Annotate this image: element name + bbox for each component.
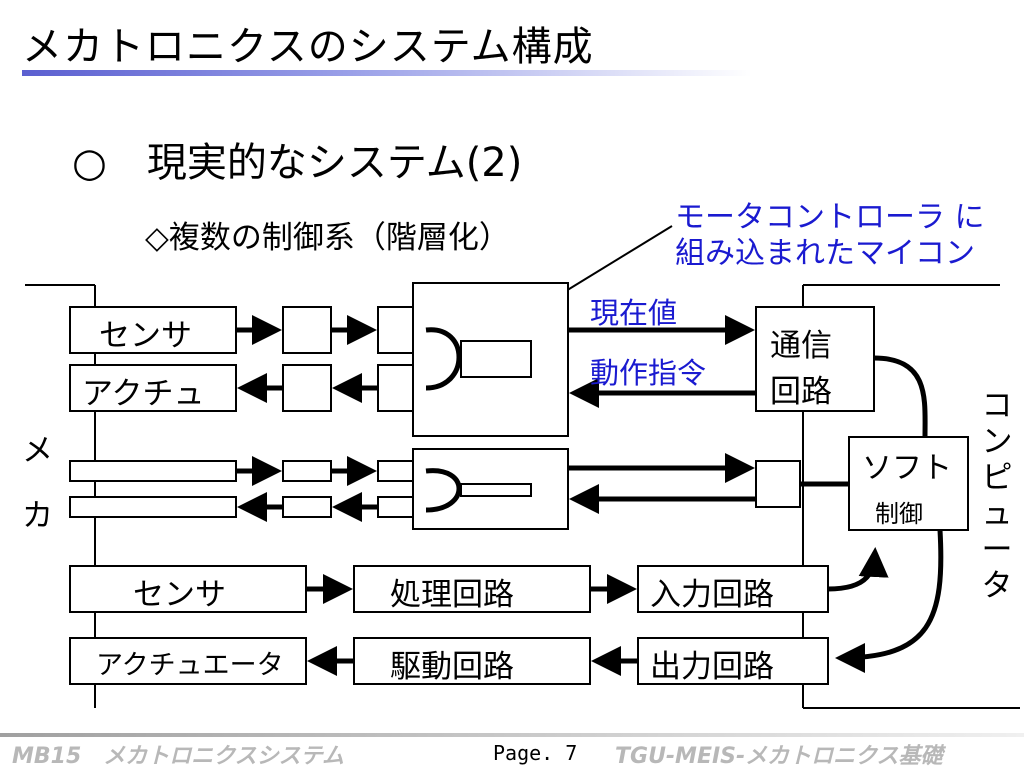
mecha-label-2: カ: [22, 498, 53, 534]
soft-to-output-curve: [835, 529, 944, 673]
sensor-mid-signal-1: [282, 460, 332, 482]
computer-char: ピ: [981, 460, 1013, 496]
sensor-bottom-box: [69, 565, 307, 613]
microcontroller-1: [460, 340, 532, 378]
slide-subtitle: ○ 現実的なシステム(2): [72, 140, 523, 186]
page-number: Page. 7: [493, 741, 578, 765]
footer-rule: [0, 733, 1024, 737]
comm-to-soft-curve: [873, 355, 928, 438]
note-line-1: モータコントローラ に: [675, 200, 985, 235]
actuator-signal-box-1: [282, 364, 332, 412]
microcontroller-2: [460, 483, 532, 497]
input-circuit-label: 入力回路: [650, 577, 774, 613]
computer-char: ー: [981, 532, 1013, 568]
processing-circuit-box: [353, 565, 591, 613]
actuator-top-box: [69, 364, 237, 412]
note-line-2: 組み込まれたマイコン: [675, 236, 975, 271]
motion-command-label: 動作指令: [590, 356, 707, 390]
title-underline: [22, 70, 752, 76]
footer-course: MB15 メカトロニクスシステム: [12, 744, 344, 769]
input-to-soft-curve: [827, 547, 889, 592]
current-value-label: 現在値: [590, 296, 678, 330]
output-circuit-box: [637, 637, 829, 685]
comm-circuit-label-1: 通信: [770, 328, 832, 364]
sensor-bottom-label: センサ: [133, 577, 226, 613]
sensor-mid-box: [69, 460, 237, 482]
comm-circuit-2-box: [755, 460, 801, 508]
drive-circuit-label: 駆動回路: [390, 649, 514, 685]
actuator-top-label: アクチュ: [82, 376, 205, 412]
sensor-signal-box-1: [282, 306, 332, 354]
slide-title: メカトロニクスのシステム構成: [22, 24, 594, 70]
actuator-mid-box: [69, 496, 237, 518]
controller-1-loop: [425, 327, 462, 391]
soft-control-label-1: ソフト: [862, 451, 952, 486]
section-heading: ◇複数の制御系（階層化）: [145, 220, 510, 256]
comm-circuit-label-2: 回路: [770, 374, 832, 410]
mecha-label-1: メ: [22, 433, 53, 469]
soft-control-label-2: 制御: [875, 500, 923, 528]
annotation-note: モータコントローラ に 組み込まれたマイコン: [675, 200, 985, 272]
computer-label: コ ン ピ ュ ー タ: [980, 388, 1014, 604]
comm-circuit-box: [755, 306, 875, 412]
computer-char: ン: [981, 424, 1013, 460]
controller-2-loop: [425, 468, 462, 513]
computer-char: ュ: [981, 496, 1013, 532]
computer-char: コ: [981, 388, 1013, 424]
actuator-mid-signal-1: [282, 496, 332, 518]
processing-circuit-label: 処理回路: [390, 577, 514, 613]
soft-control-box: [848, 436, 969, 531]
actuator-bottom-label: アクチュエータ: [96, 650, 284, 681]
actuator-bottom-box: [69, 637, 307, 685]
computer-char: タ: [981, 568, 1013, 604]
sensor-top-label: センサ: [99, 318, 192, 354]
output-circuit-label: 出力回路: [650, 649, 774, 685]
footer-org: TGU-MEIS-メカトロニクス基礎: [615, 744, 943, 769]
